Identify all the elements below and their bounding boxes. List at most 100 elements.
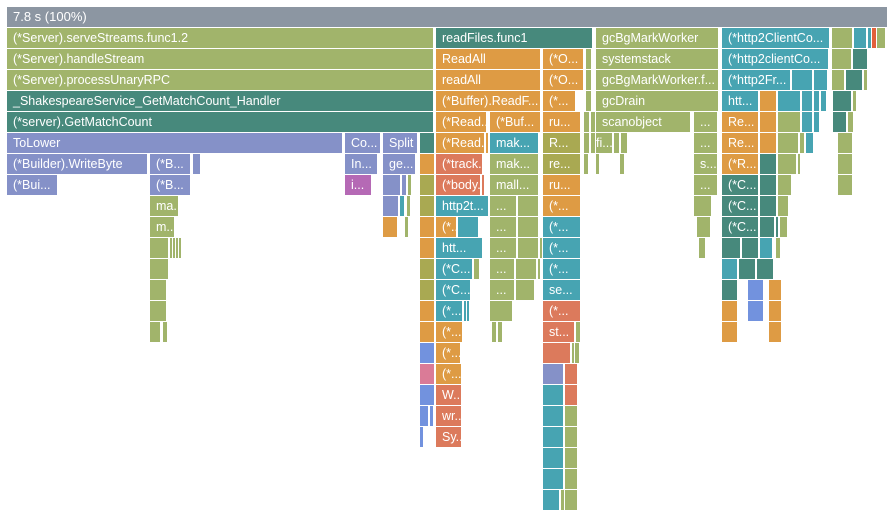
frame-bar[interactable]	[163, 322, 167, 342]
frame-bar[interactable]: ...	[490, 259, 514, 279]
frame-bar[interactable]	[722, 301, 737, 321]
frame-bar[interactable]: mall...	[490, 175, 538, 195]
frame-bar[interactable]	[420, 196, 434, 216]
frame-bar[interactable]	[482, 175, 484, 195]
frame-bar[interactable]	[776, 217, 778, 237]
frame-bar[interactable]	[586, 91, 591, 111]
frame-bar[interactable]	[543, 343, 570, 363]
frame-bar[interactable]	[778, 175, 791, 195]
frame-bar[interactable]	[778, 91, 800, 111]
frame-bar[interactable]	[420, 322, 434, 342]
frame-bar[interactable]	[814, 112, 819, 132]
frame-bar[interactable]	[760, 133, 776, 153]
frame-bar[interactable]	[853, 49, 867, 69]
frame-bar[interactable]	[420, 406, 428, 426]
frame-bar[interactable]	[760, 154, 776, 174]
frame-bar[interactable]: ...	[694, 175, 717, 195]
frame-bar[interactable]	[832, 70, 844, 90]
frame-bar[interactable]: In...	[345, 154, 377, 174]
frame-bar[interactable]: Re...	[722, 133, 758, 153]
frame-bar[interactable]	[490, 301, 512, 321]
frame-bar[interactable]: Split	[383, 133, 417, 153]
frame-bar[interactable]: (*Buf...	[490, 112, 540, 132]
frame-bar[interactable]	[591, 112, 595, 132]
frame-bar[interactable]	[778, 154, 796, 174]
frame-bar[interactable]	[722, 322, 737, 342]
frame-bar[interactable]	[814, 91, 819, 111]
frame-bar[interactable]	[420, 280, 434, 300]
frame-bar[interactable]	[699, 238, 705, 258]
frame-bar[interactable]: (*...	[543, 259, 580, 279]
frame-bar[interactable]	[872, 28, 876, 48]
frame-bar[interactable]	[179, 238, 181, 258]
frame-bar[interactable]: (*Read...	[436, 112, 486, 132]
frame-bar[interactable]	[420, 238, 434, 258]
frame-bar[interactable]	[516, 280, 534, 300]
frame-bar[interactable]	[565, 469, 577, 489]
frame-bar[interactable]	[802, 91, 812, 111]
frame-bar[interactable]	[854, 28, 866, 48]
frame-bar[interactable]	[405, 217, 408, 237]
root-frame[interactable]: 7.8 s (100%)	[7, 7, 887, 27]
frame-bar[interactable]	[778, 196, 788, 216]
frame-bar[interactable]	[518, 238, 538, 258]
frame-bar[interactable]: ...	[490, 238, 516, 258]
frame-bar[interactable]: gcBgMarkWorker.f...	[596, 70, 718, 90]
frame-bar[interactable]	[846, 70, 862, 90]
frame-bar[interactable]	[150, 259, 168, 279]
frame-bar[interactable]	[420, 301, 434, 321]
frame-bar[interactable]	[621, 133, 627, 153]
frame-bar[interactable]: (*...	[436, 322, 462, 342]
frame-bar[interactable]: (*Bui...	[7, 175, 57, 195]
frame-bar[interactable]: systemstack	[596, 49, 718, 69]
frame-bar[interactable]	[838, 154, 852, 174]
frame-bar[interactable]: (*Buffer).ReadF...	[436, 91, 540, 111]
frame-bar[interactable]	[833, 91, 851, 111]
frame-bar[interactable]	[518, 217, 538, 237]
frame-bar[interactable]	[543, 364, 563, 384]
frame-bar[interactable]	[778, 112, 800, 132]
frame-bar[interactable]	[832, 28, 852, 48]
frame-bar[interactable]: (*C...	[722, 196, 758, 216]
frame-bar[interactable]	[760, 175, 776, 195]
frame-bar[interactable]	[792, 70, 812, 90]
frame-bar[interactable]	[877, 28, 885, 48]
frame-bar[interactable]	[464, 301, 466, 321]
frame-bar[interactable]: ...	[694, 112, 717, 132]
frame-bar[interactable]	[800, 133, 804, 153]
frame-bar[interactable]	[420, 133, 434, 153]
frame-bar[interactable]	[838, 133, 852, 153]
frame-bar[interactable]: st...	[543, 322, 574, 342]
frame-bar[interactable]	[778, 133, 798, 153]
frame-bar[interactable]: (*Server).serveStreams.func1.2	[7, 28, 433, 48]
frame-bar[interactable]	[760, 238, 772, 258]
frame-bar[interactable]	[420, 343, 434, 363]
frame-bar[interactable]	[420, 217, 434, 237]
frame-bar[interactable]: R...	[543, 133, 580, 153]
frame-bar[interactable]	[798, 154, 800, 174]
frame-bar[interactable]	[565, 427, 577, 447]
frame-bar[interactable]: ru...	[543, 175, 580, 195]
frame-bar[interactable]	[150, 322, 160, 342]
frame-bar[interactable]: (*C...	[722, 175, 758, 195]
frame-bar[interactable]: ...	[490, 280, 514, 300]
frame-bar[interactable]: readAll	[436, 70, 540, 90]
frame-bar[interactable]	[596, 154, 599, 174]
frame-bar[interactable]	[868, 28, 871, 48]
frame-bar[interactable]: (*...	[436, 301, 462, 321]
frame-bar[interactable]: mak...	[490, 133, 538, 153]
frame-bar[interactable]: htt...	[722, 91, 758, 111]
frame-bar[interactable]	[584, 154, 588, 174]
frame-bar[interactable]: gcBgMarkWorker	[596, 28, 718, 48]
frame-bar[interactable]: ToLower	[7, 133, 342, 153]
frame-bar[interactable]: (*C...	[436, 280, 470, 300]
frame-bar[interactable]	[739, 259, 755, 279]
frame-bar[interactable]	[769, 301, 781, 321]
frame-bar[interactable]: m...	[150, 217, 174, 237]
frame-bar[interactable]	[486, 133, 488, 153]
frame-bar[interactable]	[518, 196, 538, 216]
frame-bar[interactable]: s...	[694, 154, 717, 174]
frame-bar[interactable]	[722, 280, 737, 300]
frame-bar[interactable]: htt...	[436, 238, 482, 258]
frame-bar[interactable]: re...	[543, 154, 580, 174]
